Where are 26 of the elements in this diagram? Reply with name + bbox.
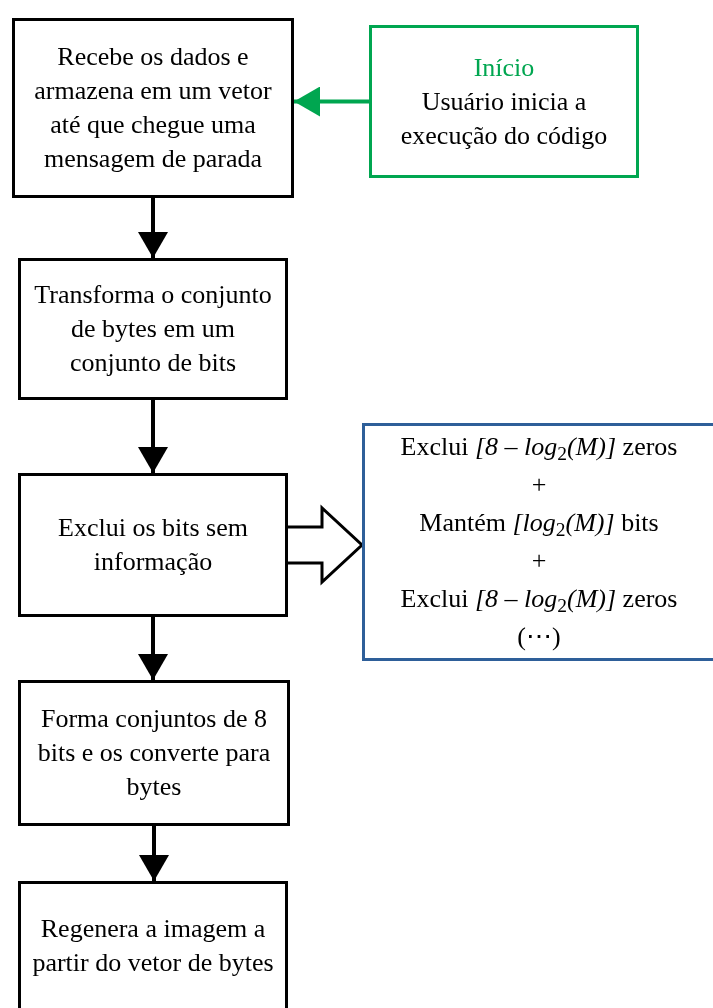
arrow xyxy=(138,198,168,258)
box-text: + xyxy=(531,469,547,501)
process-box xyxy=(369,25,639,178)
process-box xyxy=(18,881,288,1008)
box-text: Forma conjuntos de 8 bits e os converte para bytes xyxy=(36,703,272,803)
arrow xyxy=(294,86,369,117)
process-box xyxy=(18,680,290,826)
block-arrow xyxy=(286,504,365,586)
arrow xyxy=(138,617,168,680)
box-text: Usuário inicia a execução do código xyxy=(399,85,609,152)
box-text: Exclui [8 – log$_{2}$(M)] zeros xyxy=(400,583,678,618)
box-text: Regenera a imagem a partir do vetor de bytes xyxy=(31,913,275,979)
arrow xyxy=(138,400,168,473)
process-box xyxy=(362,423,713,661)
process-box xyxy=(18,258,288,400)
box-text: Recebe os dados e armazena em um vetor até que chegue uma mensagem de parada xyxy=(33,41,273,175)
box-text: Exclui [8 – log$_{2}$(M)] zeros xyxy=(400,431,678,466)
box-text: Exclui os bits sem informação xyxy=(57,512,249,578)
arrow xyxy=(139,826,169,881)
process-box xyxy=(18,473,288,617)
process-box xyxy=(12,18,294,198)
box-text: Transforma o conjunto de bytes em um conjunto de bits xyxy=(33,279,273,379)
box-text: (⋯) xyxy=(517,621,561,653)
box-text: + xyxy=(531,545,547,577)
box-text: Mantém [log$_{2}$(M)] bits xyxy=(419,507,659,542)
box-heading: Início xyxy=(473,51,535,84)
